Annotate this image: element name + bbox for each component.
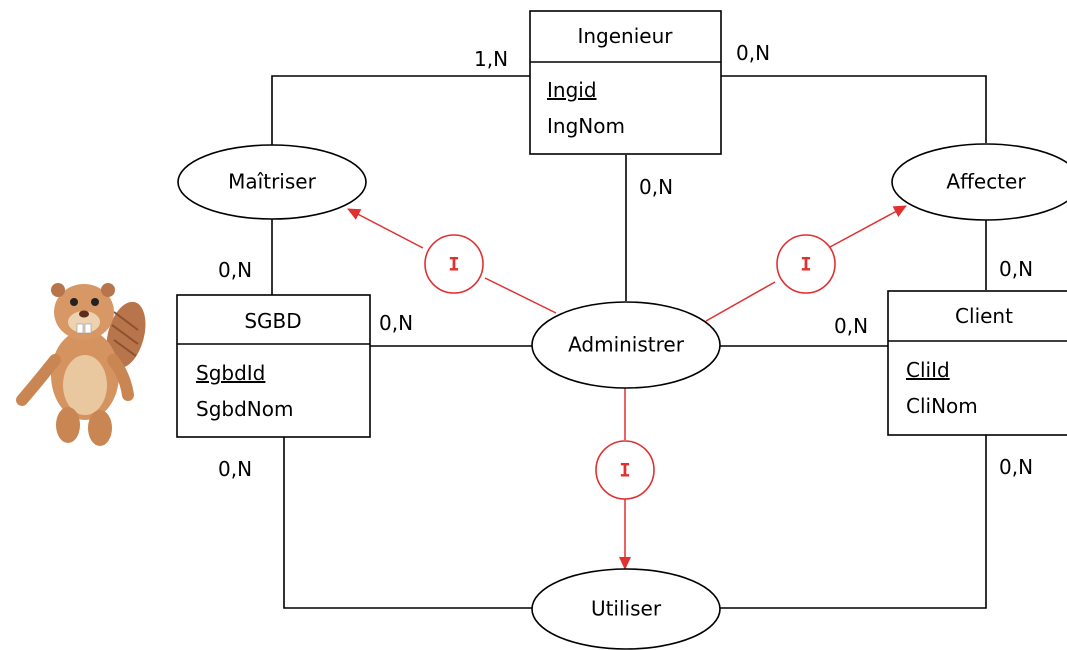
entity-sgbd-key: SgbdId [196, 361, 265, 385]
relation-maitriser-label: Maîtriser [228, 170, 316, 194]
entity-client-key: CliId [906, 358, 950, 382]
cardinality-sgbd-utiliser: 0,N [218, 457, 252, 481]
entity-ingenieur-title: Ingenieur [577, 24, 673, 48]
entity-client-attr: CliNom [906, 394, 978, 418]
entity-sgbd-attr: SgbdNom [196, 397, 293, 421]
constraint-left: I [424, 234, 484, 294]
constraint-right: I [776, 234, 836, 294]
constraint-left-label: I [448, 254, 459, 276]
relation-utiliser-label: Utiliser [591, 597, 662, 621]
relation-affecter-label: Affecter [946, 170, 1026, 194]
entity-sgbd-title: SGBD [244, 309, 301, 333]
cardinality-sgbd-administrer: 0,N [379, 311, 413, 335]
constraint-bottom-label: I [619, 460, 630, 482]
cardinality-client-administrer: 0,N [834, 314, 868, 338]
relation-administrer[interactable]: Administrer [531, 301, 721, 389]
connector-lines [271, 75, 987, 609]
entity-sgbd[interactable]: SGBD SgbdId SgbdNom [176, 294, 371, 438]
entity-ingenieur-key: Ingid [547, 78, 597, 102]
relation-administrer-label: Administrer [568, 333, 685, 357]
constraint-bottom: I [595, 440, 655, 500]
cardinality-client-utiliser: 0,N [999, 455, 1033, 479]
relation-affecter[interactable]: Affecter [891, 143, 1067, 221]
cardinality-ing-administrer: 0,N [639, 175, 673, 199]
beaver-mascot-icon [16, 283, 146, 446]
entity-ingenieur[interactable]: Ingenieur Ingid IngNom [529, 10, 722, 155]
cardinality-sgbd-maitriser: 0,N [218, 258, 252, 282]
cardinality-ing-affecter: 0,N [736, 41, 770, 65]
constraint-right-label: I [800, 254, 811, 276]
cardinality-ing-maitriser: 1,N [474, 47, 508, 71]
relation-maitriser[interactable]: Maîtriser [177, 144, 367, 220]
cardinality-client-affecter: 0,N [999, 257, 1033, 281]
entity-client-title: Client [955, 304, 1013, 328]
entity-ingenieur-attr: IngNom [547, 114, 625, 138]
constraint-lines [347, 205, 907, 570]
relation-utiliser[interactable]: Utiliser [531, 568, 721, 650]
entity-client[interactable]: Client CliId CliNom [887, 290, 1067, 436]
